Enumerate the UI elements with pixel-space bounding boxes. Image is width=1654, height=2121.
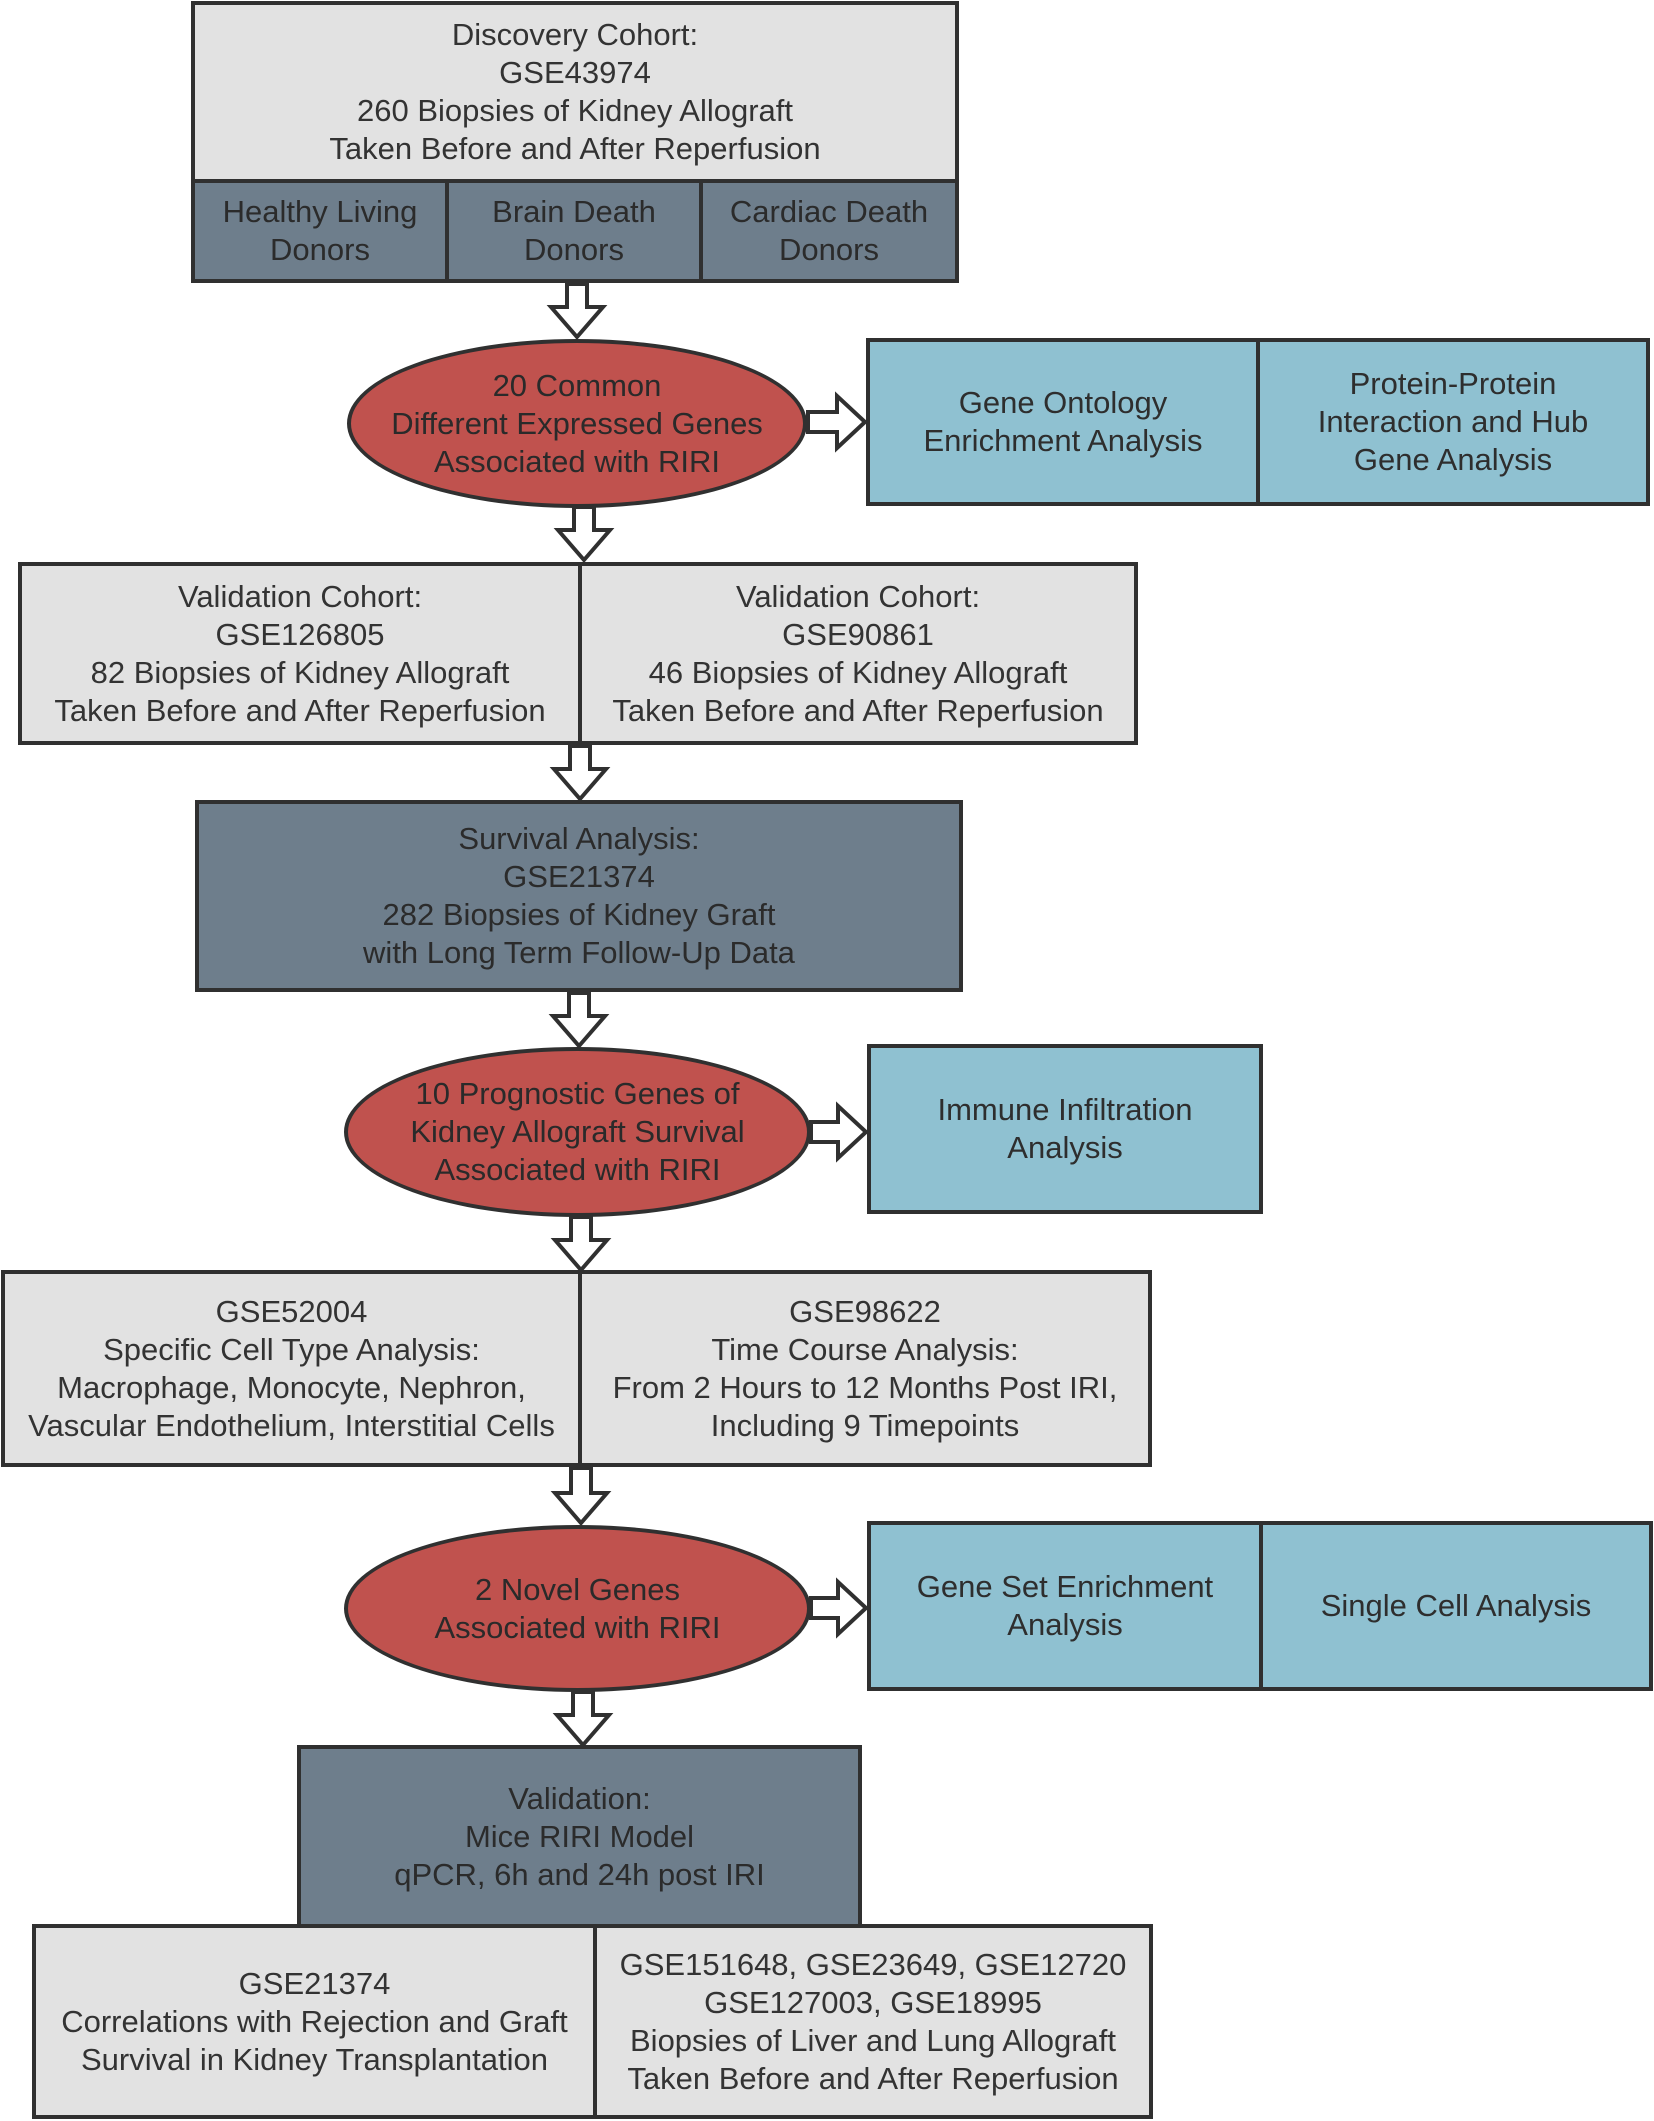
celltype-line-3: Macrophage, Monocyte, Nephron, (57, 1369, 526, 1405)
novel-genes-ellipse: 2 Novel Genes Associated with RIRI (344, 1525, 811, 1692)
timecourse-line-3: From 2 Hours to 12 Months Post IRI, (612, 1369, 1118, 1405)
donor-healthy-living-box: Healthy Living Donors (191, 179, 449, 283)
right-arrow-icon (809, 1577, 869, 1639)
ppi-line-2: Interaction and Hub (1317, 404, 1589, 439)
down-arrow-icon (550, 1215, 612, 1274)
immune-line-1: Immune Infiltration (937, 1092, 1193, 1127)
prognostic-line-1: 10 Prognostic Genes of (415, 1076, 740, 1111)
degs-line-1: 20 Common (492, 367, 662, 403)
liver-lung-allograft-box: GSE151648, GSE23649, GSE12720 GSE127003,… (593, 1924, 1153, 2119)
down-arrow-icon (552, 1690, 614, 1749)
survival-line-4: with Long Term Follow-Up Data (363, 935, 795, 970)
prognostic-line-3: Associated with RIRI (434, 1152, 721, 1187)
gene-set-enrichment-box: Gene Set Enrichment Analysis (867, 1521, 1263, 1691)
donor-healthy-line-2: Donors (270, 232, 370, 267)
time-course-analysis-box: GSE98622 Time Course Analysis: From 2 Ho… (578, 1270, 1152, 1467)
survival-line-3: 282 Biopsies of Kidney Graft (382, 897, 776, 932)
donor-brain-line-1: Brain Death (492, 194, 656, 229)
novel-line-1: 2 Novel Genes (474, 1571, 681, 1607)
validation-right-line-2: GSE90861 (782, 616, 934, 652)
final-left-line-1: GSE21374 (238, 1965, 391, 2001)
survival-analysis-box: Survival Analysis: GSE21374 282 Biopsies… (195, 800, 963, 992)
donor-healthy-line-1: Healthy Living (222, 194, 418, 229)
celltype-line-4: Vascular Endothelium, Interstitial Cells (28, 1407, 555, 1443)
mice-line-1: Validation: (508, 1780, 651, 1816)
down-arrow-icon (548, 991, 610, 1050)
discovery-cohort-box: Discovery Cohort: GSE43974 260 Biopsies … (191, 1, 959, 183)
ppi-line-3: Gene Analysis (1353, 442, 1553, 477)
mice-validation-box: Validation: Mice RIRI Model qPCR, 6h and… (297, 1745, 862, 1928)
mice-line-3: qPCR, 6h and 24h post IRI (394, 1856, 765, 1892)
final-left-line-2: Correlations with Rejection and Graft (61, 2003, 568, 2039)
validation-right-line-1: Validation Cohort: (735, 578, 981, 614)
go-line-1: Gene Ontology (958, 385, 1168, 420)
right-arrow-icon (809, 1101, 869, 1163)
donor-cardiac-line-1: Cardiac Death (729, 194, 929, 229)
prognostic-line-2: Kidney Allograft Survival (410, 1114, 745, 1149)
discovery-line-1: Discovery Cohort: (451, 17, 699, 52)
survival-line-2: GSE21374 (503, 859, 655, 894)
final-right-line-2: GSE127003, GSE18995 (704, 1984, 1042, 2020)
down-arrow-icon (546, 282, 608, 341)
down-arrow-icon (549, 744, 611, 803)
timecourse-line-4: Including 9 Timepoints (710, 1407, 1020, 1443)
timecourse-line-2: Time Course Analysis: (711, 1331, 1019, 1367)
gsea-line-2: Analysis (1007, 1607, 1123, 1642)
donor-cardiac-death-box: Cardiac Death Donors (699, 179, 959, 283)
gene-ontology-box: Gene Ontology Enrichment Analysis (866, 338, 1260, 506)
validation-left-line-1: Validation Cohort: (177, 578, 423, 614)
final-right-line-4: Taken Before and After Reperfusion (627, 2060, 1119, 2096)
celltype-line-1: GSE52004 (215, 1293, 368, 1329)
donor-brain-line-2: Donors (524, 232, 624, 267)
final-left-line-3: Survival in Kidney Transplantation (81, 2041, 548, 2077)
survival-line-1: Survival Analysis: (458, 821, 700, 856)
validation-cohort-right-box: Validation Cohort: GSE90861 46 Biopsies … (578, 562, 1138, 745)
cell-type-analysis-box: GSE52004 Specific Cell Type Analysis: Ma… (1, 1270, 582, 1467)
validation-left-line-3: 82 Biopsies of Kidney Allograft (90, 654, 510, 690)
discovery-line-2: GSE43974 (499, 55, 651, 90)
validation-left-line-4: Taken Before and After Reperfusion (54, 692, 546, 728)
prognostic-genes-ellipse: 10 Prognostic Genes of Kidney Allograft … (344, 1047, 811, 1217)
novel-line-2: Associated with RIRI (434, 1609, 721, 1645)
final-right-line-1: GSE151648, GSE23649, GSE12720 (619, 1946, 1127, 1982)
final-right-line-3: Biopsies of Liver and Lung Allograft (630, 2022, 1116, 2058)
immune-line-2: Analysis (1007, 1130, 1123, 1165)
degs-line-3: Associated with RIRI (434, 443, 720, 479)
ppi-hub-gene-box: Protein-Protein Interaction and Hub Gene… (1256, 338, 1650, 506)
immune-infiltration-box: Immune Infiltration Analysis (867, 1044, 1263, 1214)
go-line-2: Enrichment Analysis (923, 423, 1203, 458)
single-cell-analysis-box: Single Cell Analysis (1259, 1521, 1653, 1691)
down-arrow-icon (550, 1466, 612, 1527)
validation-right-line-3: 46 Biopsies of Kidney Allograft (648, 654, 1068, 690)
down-arrow-icon (553, 505, 615, 564)
donor-brain-death-box: Brain Death Donors (445, 179, 703, 283)
validation-right-line-4: Taken Before and After Reperfusion (612, 692, 1104, 728)
discovery-line-4: Taken Before and After Reperfusion (329, 131, 821, 166)
validation-cohort-left-box: Validation Cohort: GSE126805 82 Biopsies… (18, 562, 582, 745)
right-arrow-icon (806, 391, 868, 453)
timecourse-line-1: GSE98622 (789, 1293, 941, 1329)
celltype-line-2: Specific Cell Type Analysis: (103, 1331, 480, 1367)
donor-cardiac-line-2: Donors (779, 232, 879, 267)
discovery-line-3: 260 Biopsies of Kidney Allograft (357, 93, 793, 128)
validation-left-line-2: GSE126805 (215, 616, 385, 652)
rejection-correlation-box: GSE21374 Correlations with Rejection and… (32, 1924, 597, 2119)
ppi-line-1: Protein-Protein (1349, 366, 1557, 401)
gsea-line-1: Gene Set Enrichment (916, 1569, 1214, 1604)
degs-line-2: Different Expressed Genes (391, 405, 763, 441)
common-degs-ellipse: 20 Common Different Expressed Genes Asso… (347, 339, 807, 508)
mice-line-2: Mice RIRI Model (464, 1818, 695, 1854)
single-cell-line-1: Single Cell Analysis (1320, 1588, 1592, 1623)
